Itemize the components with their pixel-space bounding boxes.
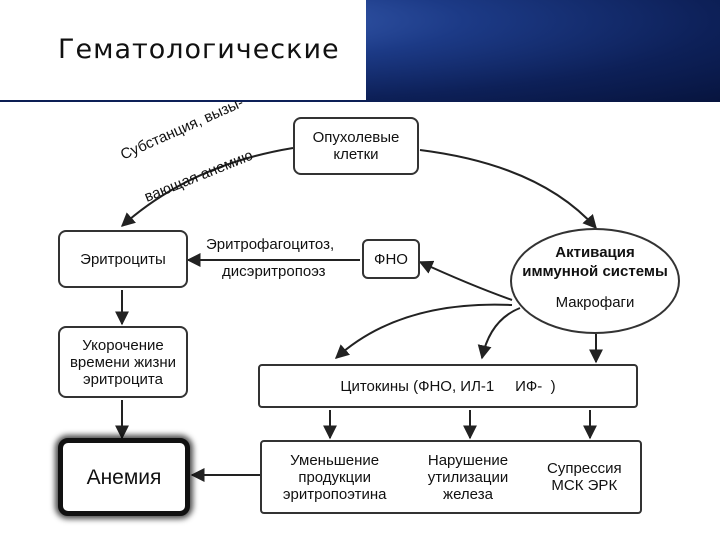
arrow-immune-to-fno	[418, 260, 513, 301]
immune-activation-oval: Активация иммунной системы Макрофаги	[510, 228, 680, 334]
erythrocytes-label: Эритроциты	[80, 250, 166, 268]
erythrocytes-box: Эритроциты	[58, 230, 188, 288]
slide-title: Гематологические	[0, 0, 366, 100]
fno-label: ФНО	[374, 250, 408, 268]
iron-utilization-label: Нарушение утилизации железа	[427, 451, 509, 503]
shortening-label: Укорочение времени жизни эритроцита	[69, 336, 177, 388]
cytokines-label: Цитокины (ФНО, ИЛ-1 ИФ- )	[340, 377, 556, 395]
reduced-epo-label: Уменьшение продукции эритропоэтина	[282, 451, 387, 503]
cytokines-box: Цитокины (ФНО, ИЛ-1 ИФ- )	[258, 364, 638, 408]
arrow-immune-to-cytokines-mid	[477, 307, 521, 360]
tumor-cells-box: Опухолевые клетки	[293, 117, 419, 175]
suppression-label: Супрессия МСК ЭРК	[546, 460, 622, 494]
bottom-effects-box: Уменьшение продукции эритропоэтина Наруш…	[260, 440, 642, 514]
fno-box: ФНО	[362, 239, 420, 279]
arrow-immune-to-cytokines-left	[334, 303, 513, 359]
macrophages-label: Макрофаги	[555, 294, 635, 311]
arrow-tumor-to-immune	[419, 149, 597, 230]
immune-activation-line2: иммунной системы	[522, 263, 668, 280]
shortening-box: Укорочение времени жизни эритроцита	[58, 326, 188, 398]
erythrophagocytosis-label: Эритрофагоцитоз,	[206, 236, 335, 253]
immune-activation-line1: Активация	[555, 244, 635, 261]
tumor-cells-label: Опухолевые клетки	[312, 129, 400, 163]
arrow-tumor-to-erythrocytes	[120, 147, 294, 227]
anemia-label: Анемия	[86, 465, 162, 489]
anemia-box: Анемия	[58, 438, 190, 516]
dyserythropoiesis-label: дисэритропоэз	[222, 263, 326, 280]
